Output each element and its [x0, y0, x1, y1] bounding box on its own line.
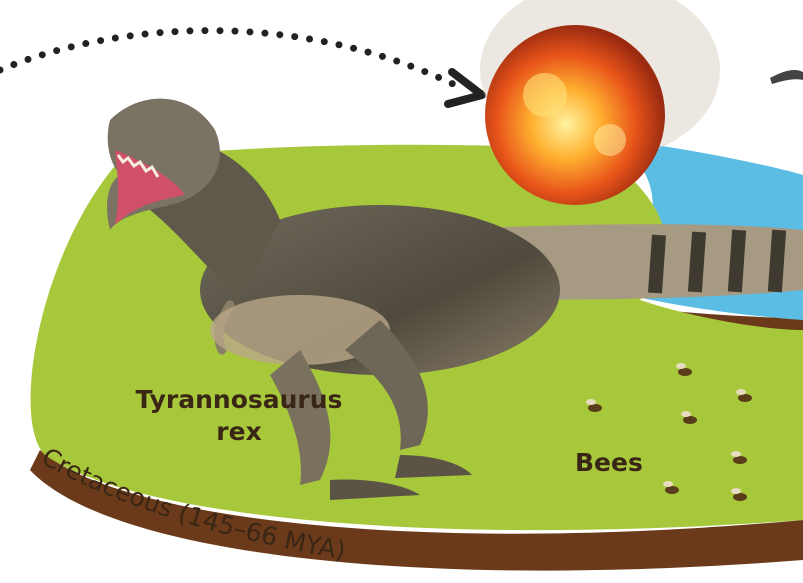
tyrannosaurus-label-line2: rex [108, 416, 370, 448]
tyrannosaurus-label: Tyrannosaurus rex [108, 384, 370, 448]
bees-label: Bees [575, 447, 665, 479]
arrow-head-icon [448, 72, 482, 104]
dotted-arrow [0, 31, 482, 104]
pterosaur-icon [770, 70, 803, 84]
tyrannosaurus-label-line1: Tyrannosaurus [108, 384, 370, 416]
